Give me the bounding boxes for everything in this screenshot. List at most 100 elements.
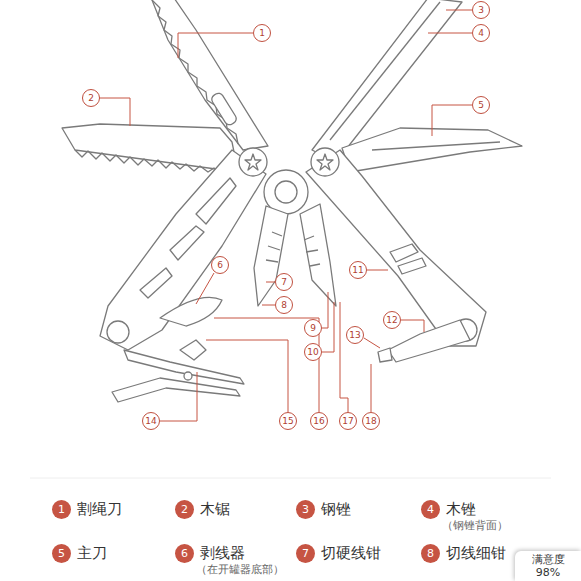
handle-slot (140, 268, 172, 298)
leader-line (364, 338, 380, 348)
item-text-column: 切硬线钳 (321, 544, 381, 563)
leader-line (196, 273, 214, 304)
legend-item: 7 切硬线钳 (296, 544, 381, 563)
callout-number-text: 8 (281, 297, 287, 313)
item-text-column: 木锯 (200, 500, 230, 519)
legend-item: 8 切线细钳 (421, 544, 506, 563)
part-name: 切线细钳 (446, 544, 506, 563)
leader-line (340, 302, 348, 412)
part-name: 切硬线钳 (321, 544, 381, 563)
can-opener (160, 297, 222, 326)
item-number: 6 (175, 544, 194, 563)
handle-slot (390, 244, 418, 262)
part-name: 木锉 (446, 500, 508, 519)
callout-number-text: 2 (88, 90, 94, 106)
leader-line (367, 270, 388, 271)
scissor-blade (112, 378, 240, 402)
callout-number-text: 17 (342, 413, 353, 429)
handle-slot (170, 226, 204, 260)
callout-number-text: 13 (349, 327, 360, 343)
callout-number-text: 14 (145, 413, 156, 429)
part-note: （在开罐器底部） (196, 563, 284, 576)
wood-saw (62, 124, 238, 172)
callout-number: 9 (304, 319, 322, 337)
leader-line (428, 33, 472, 34)
part-name: 割绳刀 (77, 500, 122, 519)
part-note: （钢锉背面） (442, 519, 508, 532)
part-name: 主刀 (77, 544, 107, 563)
item-number: 1 (52, 500, 71, 519)
rating-badge: 满意度98% (515, 551, 581, 581)
callout-number-text: 16 (313, 413, 324, 429)
serration (152, 0, 238, 144)
callout-number: 17 (339, 412, 357, 430)
callout-number: 11 (349, 261, 367, 279)
leader-line (160, 372, 197, 421)
item-number: 4 (421, 500, 440, 519)
leader-line (178, 33, 253, 58)
right-jaw (300, 204, 336, 306)
callout-number: 5 (472, 96, 490, 114)
pivot-screw (107, 321, 129, 343)
legend-item: 3钢锉 (296, 500, 351, 519)
legend-item: 1 割绳刀 (52, 500, 122, 519)
right-handle (306, 150, 486, 346)
left-handle (100, 150, 266, 350)
blade-slot (210, 91, 238, 126)
callout-number: 6 (211, 256, 229, 274)
callout-number: 15 (279, 412, 297, 430)
leader-line (401, 320, 424, 332)
callout-number-text: 9 (310, 320, 316, 336)
item-text-column: 木锉（钢锉背面） (446, 500, 508, 532)
callout-number: 3 (472, 1, 490, 19)
pivot-screw (239, 148, 267, 176)
jaw-grip (304, 236, 320, 266)
bit-tip (378, 348, 392, 362)
item-text-column: 割绳刀 (77, 500, 122, 519)
callout-number-text: 3 (478, 2, 484, 18)
item-text-column: 切线细钳 (446, 544, 506, 563)
left-jaw (254, 206, 288, 306)
item-number: 7 (296, 544, 315, 563)
bit-driver (388, 320, 470, 362)
item-number: 3 (296, 500, 315, 519)
leader-line (322, 302, 334, 352)
item-text-column: 剥线器（在开罐器底部） (200, 544, 284, 576)
scissor-pivot (184, 372, 192, 380)
item-number: 2 (175, 500, 194, 519)
callout-number: 8 (275, 296, 293, 314)
callout-number: 14 (142, 412, 160, 430)
leader-line (266, 282, 275, 283)
badge-text: 98% (536, 566, 560, 579)
callout-number-text: 7 (281, 274, 287, 290)
pivot-screw (311, 148, 339, 176)
item-number: 5 (52, 544, 71, 563)
star-screw (317, 154, 333, 170)
scissor-blade (124, 350, 244, 384)
saw-teeth (75, 150, 238, 173)
leader-line (262, 305, 275, 306)
leader-line (214, 318, 319, 412)
callout-number-text: 6 (217, 257, 223, 273)
legend-item: 5 主刀 (52, 544, 107, 563)
jaw-grip (266, 232, 282, 262)
callout-number: 16 (310, 412, 328, 430)
callout-number: 4 (472, 24, 490, 42)
callout-number: 12 (383, 311, 401, 329)
handle-slot (398, 258, 426, 274)
callout-number-text: 12 (386, 312, 397, 328)
callout-number-text: 18 (365, 413, 376, 429)
item-number: 8 (421, 544, 440, 563)
callout-number-text: 4 (478, 25, 484, 41)
handle-slot (196, 178, 236, 224)
leader-lines (82, 10, 472, 421)
scissor-spring (180, 340, 206, 360)
part-name: 剥线器 (200, 544, 284, 563)
legend-item: 4 木锉（钢锉背面） (421, 500, 508, 532)
callout-number: 7 (275, 273, 293, 291)
leader-line (322, 292, 328, 328)
callout-number-text: 11 (352, 262, 363, 278)
divider (30, 478, 551, 479)
